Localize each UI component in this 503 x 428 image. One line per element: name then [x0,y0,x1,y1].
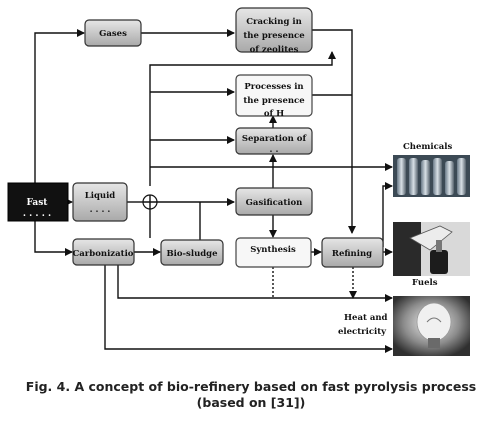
svg-text:Refining: Refining [332,249,372,259]
figure-caption-source: (based on [31]) [197,395,306,410]
node-synthesis: Synthesis [235,237,312,268]
arrow-fast-to-carbonization [34,221,73,256]
lightbulb-image [393,296,470,356]
node-fast: Fast . . . . . [7,182,69,222]
label-chemicals: Chemicals [403,142,452,152]
svg-text:Synthesis: Synthesis [250,245,296,255]
junction-cross [143,195,157,209]
node-fast-label: Fast [27,198,49,208]
chemicals-image [393,155,470,197]
svg-text:Processes in: Processes in [244,82,303,92]
node-gasification: Gasification [235,187,313,216]
label-heat: Heat and [344,313,388,323]
arrow-refining-to-chemicals [382,182,393,247]
node-processes-h: Processes in the presence of H [235,74,313,119]
label-fuels: Fuels [412,278,438,288]
svg-text:Gasification: Gasification [246,198,303,208]
svg-text:of H: of H [264,109,284,119]
connectors [34,29,393,353]
node-liquid-label: Liquid [85,191,116,201]
node-cracking: Cracking in the presence of zeolites [235,7,313,55]
node-bio-sludge: Bio-sludge [160,239,224,266]
svg-text:. .: . . [270,145,279,155]
arrow-fast-to-gases [34,29,85,183]
svg-text:the presence: the presence [243,31,305,41]
node-gases: Gases [84,19,142,47]
arrow-cracking-to-refining [312,29,356,234]
label-electricity: electricity [338,327,387,337]
node-gases-label: Gases [99,29,127,39]
arrow-char-to-heat [117,265,393,302]
arrow-carbonization-to-heat [104,265,393,353]
svg-text:Separation of: Separation of [242,134,308,144]
arrow-liquid-to-cracking [149,51,336,186]
svg-text:. . . .: . . . . [90,205,111,215]
svg-text:Cracking in: Cracking in [246,17,302,27]
svg-text:Bio-sludge: Bio-sludge [166,249,218,259]
figure-caption: Fig. 4. A concept of bio-refinery based … [26,379,476,394]
svg-text:. . . . .: . . . . . [23,209,51,219]
fuels-image [393,222,470,276]
svg-text:the presence: the presence [243,96,305,106]
node-carbonization: Carbonizatio [72,238,135,266]
node-refining: Refining [321,237,384,268]
svg-text:of zeolites: of zeolites [250,45,299,55]
node-separation: Separation of . . [235,127,313,155]
svg-text:Carbonizatio: Carbonizatio [73,249,134,259]
node-liquid: Liquid . . . . [72,182,128,222]
